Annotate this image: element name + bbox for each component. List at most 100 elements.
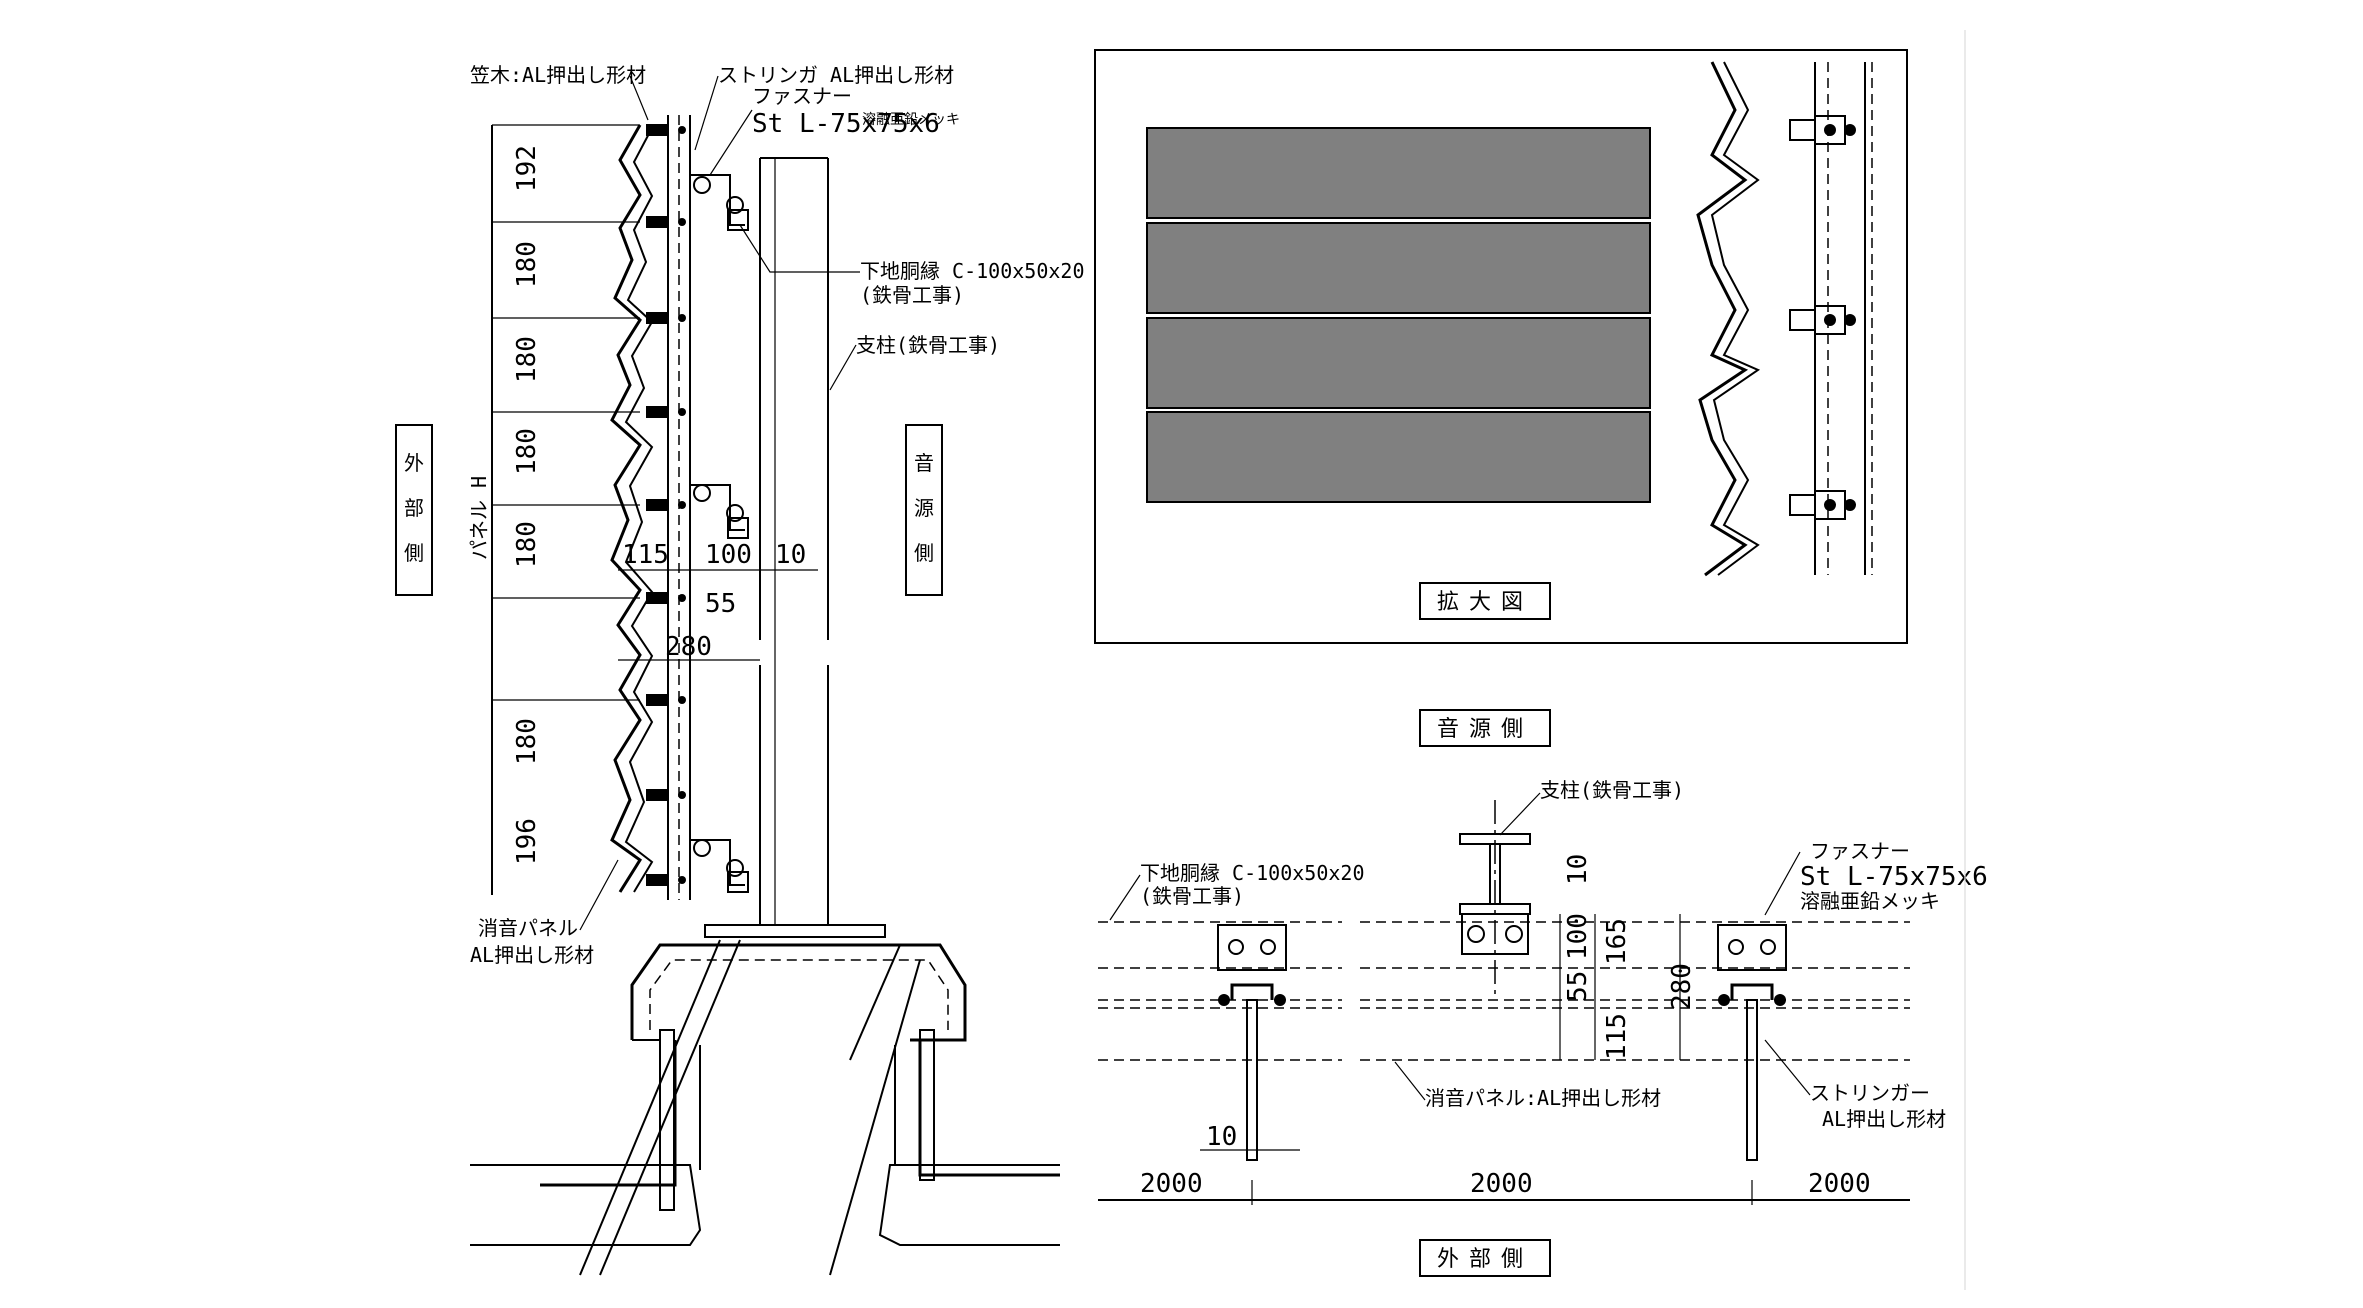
span-1: 2000	[1140, 1169, 1203, 1199]
plan-nut	[1774, 994, 1786, 1006]
dim-vertical: 180	[512, 718, 542, 765]
plan-leader-panel	[1394, 1061, 1426, 1101]
plan-callout-stringer-1: ストリンガー	[1810, 1081, 1930, 1105]
panel-strip	[1146, 317, 1651, 409]
dim-vertical: 180	[512, 241, 542, 288]
exterior-label-char-2: 部	[404, 496, 424, 520]
detail-caption: 拡大図	[1437, 590, 1533, 615]
plan-callout-fastener-3: 溶融亜鉛メッキ	[1800, 889, 1940, 913]
detail-bolt	[1844, 314, 1856, 326]
plan-nut	[1718, 994, 1730, 1006]
panel-strip	[1146, 411, 1651, 503]
plan-leader-post	[1499, 792, 1541, 836]
callout-fastener-2: St L-75x75x6	[752, 109, 940, 139]
plan-angle	[1230, 983, 1274, 1000]
fastener-top	[690, 174, 749, 231]
clip	[646, 124, 668, 136]
clip-bolt	[678, 791, 686, 799]
panel-profile-outer	[610, 124, 643, 893]
foundation-right-wall	[919, 1029, 935, 1181]
callout-fastener-3: 溶融亜鉛メッキ	[862, 112, 960, 128]
source-label-char-1: 音	[914, 451, 934, 475]
detail-caption-box	[1419, 582, 1551, 620]
clip-bolt	[678, 126, 686, 134]
diag-line-1	[579, 939, 721, 1276]
plan-callout-girt-1: 下地胴縁 C-100x50x20	[1140, 861, 1365, 885]
plan-callout-panel: 消音パネル:AL押出し形材	[1425, 1086, 1661, 1110]
plan-source-box	[1419, 709, 1551, 747]
plan-bracket-bolt	[1260, 939, 1276, 955]
callout-panel-2: AL押出し形材	[470, 943, 594, 967]
plan-stringer	[1746, 999, 1758, 1161]
plan-callout-fastener-1: ファスナー	[1810, 839, 1910, 863]
detail-bolt	[1844, 124, 1856, 136]
diag-line-3	[849, 944, 901, 1061]
clip	[646, 874, 668, 886]
plan-bracket-bolt	[1728, 939, 1744, 955]
clip-bolt	[678, 218, 686, 226]
plan-bracket-plate	[1217, 924, 1287, 971]
clip-bolt	[678, 876, 686, 884]
detail-clip	[1789, 119, 1816, 141]
clip	[646, 406, 668, 418]
plan-callout-fastener-2: St L-75x75x6	[1800, 862, 1988, 892]
base-plate	[704, 924, 886, 938]
diag-line-2	[599, 939, 741, 1276]
leader-girt	[739, 224, 860, 273]
leader-panel	[579, 859, 619, 931]
plan-callout-post: 支柱(鉄骨工事)	[1540, 778, 1684, 802]
callout-stringer: ストリンガ AL押出し形材	[718, 63, 954, 87]
clip	[646, 592, 668, 604]
clip	[646, 694, 668, 706]
span-2: 2000	[1470, 1169, 1533, 1199]
leader-post	[829, 344, 857, 391]
callout-kasagi: 笠木:AL押出し形材	[470, 63, 646, 87]
foundation-outline	[540, 943, 1060, 1187]
fastener-mid	[690, 484, 749, 539]
plan-stringer	[1246, 999, 1258, 1161]
source-label-box	[905, 424, 943, 596]
exterior-label-box	[395, 424, 433, 596]
plan-bracket-bolt	[1760, 939, 1776, 955]
plan-dim-10-b: 10	[1206, 1122, 1237, 1152]
dim-vertical: 192	[512, 145, 542, 192]
plan-callout-stringer-2: AL押出し形材	[1822, 1107, 1946, 1131]
detail-view: 拡大図	[1094, 49, 1908, 644]
detail-bolt	[1824, 314, 1836, 326]
clip-bolt	[678, 408, 686, 416]
callout-panel-1: 消音パネル	[478, 916, 578, 940]
svg-text:パネル H: パネル H	[467, 476, 491, 560]
plan-dim-100: 100	[1563, 913, 1593, 960]
detail-panels	[1146, 127, 1651, 503]
clip-bolt	[678, 594, 686, 602]
gutter-right	[878, 1164, 1060, 1246]
detail-bolt	[1824, 124, 1836, 136]
dim-vertical: 180	[512, 428, 542, 475]
clip	[646, 499, 668, 511]
foundation-inner	[649, 959, 949, 1030]
source-label-char-3: 側	[914, 541, 934, 565]
detail-clip	[1789, 309, 1816, 331]
panel-clips	[646, 124, 686, 886]
dim-115: 115	[622, 540, 669, 570]
exterior-label-char-3: 側	[404, 541, 424, 565]
clip-bolt	[678, 501, 686, 509]
callout-girt-2: (鉄骨工事)	[860, 283, 964, 307]
panel-height-label: パネル H	[467, 476, 491, 560]
callout-girt-1: 下地胴縁 C-100x50x20	[860, 259, 1085, 283]
leader-fastener	[709, 109, 753, 176]
plan-source-label: 音源側	[1437, 717, 1533, 742]
callout-fastener-1: ファスナー	[752, 84, 852, 108]
plan-bracket-plate	[1717, 924, 1787, 971]
clip-bolt	[678, 696, 686, 704]
plan-bracket-bolt	[1228, 939, 1244, 955]
source-label-char-2: 源	[914, 496, 934, 520]
plan-brackets	[1217, 924, 1787, 1161]
exterior-label-char-1: 外	[404, 451, 424, 475]
gutter-left	[470, 1164, 702, 1246]
foundation-left-wall	[659, 1029, 675, 1211]
diag-line-4	[829, 959, 921, 1276]
plan-rails	[1098, 921, 1910, 1061]
plan-view: 音源側 外部側	[1098, 709, 1988, 1277]
